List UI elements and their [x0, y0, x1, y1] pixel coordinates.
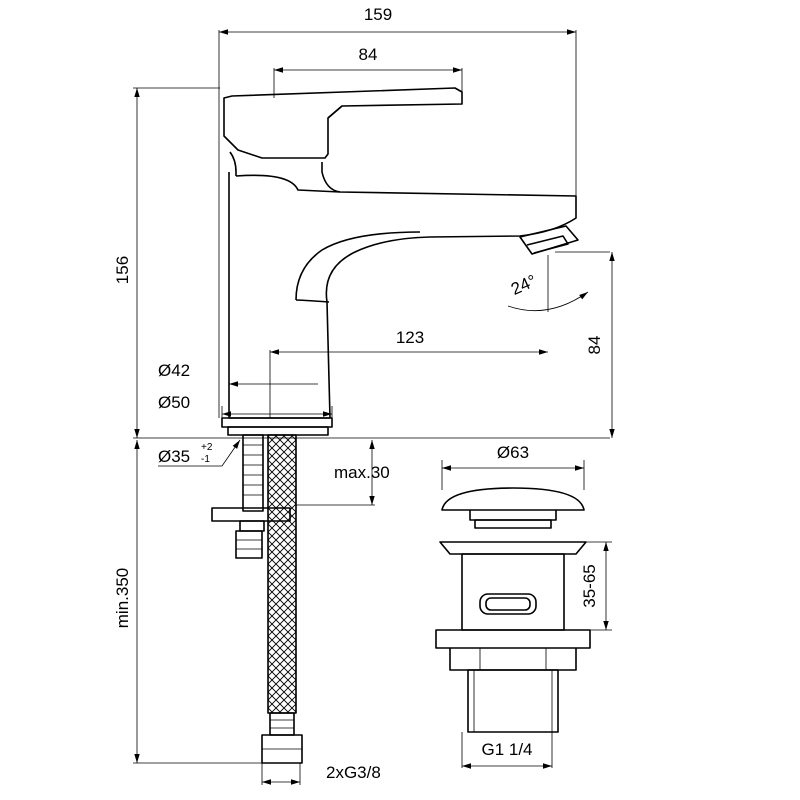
dim-hose-length: min.350	[113, 568, 132, 628]
dim-base-diameter: Ø50	[158, 393, 190, 412]
dim-body-diameter: Ø42	[158, 361, 190, 380]
dim-hole-tolerance-plus: +2	[201, 442, 213, 453]
faucet-body	[221, 87, 579, 436]
dim-spout-reach: 123	[396, 328, 424, 347]
dim-waste-range: 35-65	[580, 564, 599, 607]
dim-waste-cap-diameter: Ø63	[497, 443, 529, 462]
underdeck-fittings	[211, 434, 303, 764]
popup-waste	[435, 487, 591, 733]
dim-hose-thread: 2xG3/8	[326, 763, 381, 782]
dim-hole-tolerance-minus: -1	[201, 454, 210, 465]
dim-hole-diameter: Ø35	[158, 447, 190, 466]
dim-spout-height: 84	[585, 336, 604, 355]
dim-waste-thread: G1 1/4	[481, 740, 532, 759]
dim-max-deck: max.30	[334, 463, 390, 482]
dim-overall-width: 159	[364, 5, 392, 24]
dim-overall-height: 156	[113, 256, 132, 284]
dimension-lines	[134, 29, 615, 785]
extension-lines	[133, 30, 612, 785]
dimension-labels: 159 84 156 123 84 24° Ø42 Ø50 Ø35 +2 -1 …	[113, 5, 604, 782]
dim-lever-width: 84	[359, 45, 378, 64]
dim-spout-angle: 24°	[508, 271, 539, 299]
